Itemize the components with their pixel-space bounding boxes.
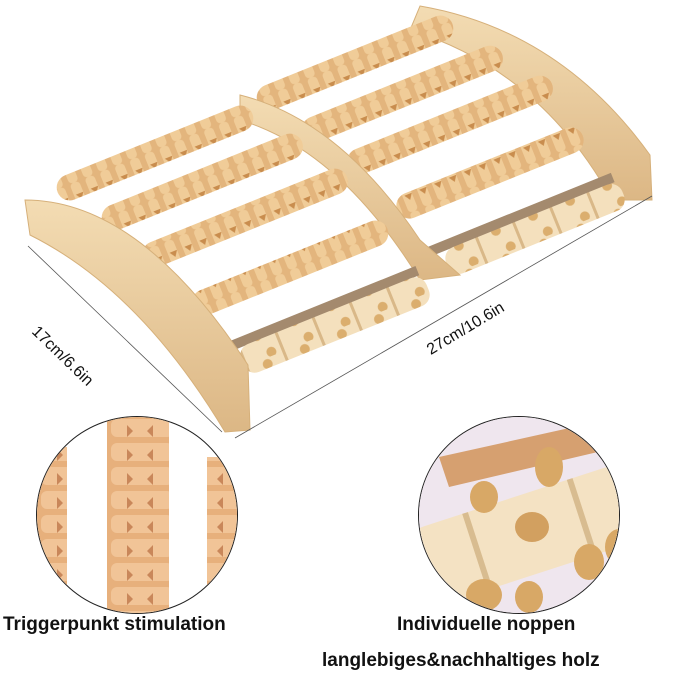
caption-trigger-point-stimulation: Triggerpunkt stimulation <box>3 614 226 635</box>
detail-circle-trigger-points <box>36 416 238 614</box>
caption-individual-knobs: Individuelle noppen <box>397 614 576 635</box>
product-image-foot-massager <box>24 5 653 439</box>
length-dimension-line <box>234 195 653 439</box>
ridged-roller-closeup-image <box>37 417 237 613</box>
width-dimension-line <box>27 245 223 433</box>
detail-circle-knobs <box>418 416 620 614</box>
knob-roller-closeup-image <box>419 417 619 613</box>
tagline-durable-sustainable-wood: langlebiges&nachhaltiges holz <box>322 650 600 671</box>
